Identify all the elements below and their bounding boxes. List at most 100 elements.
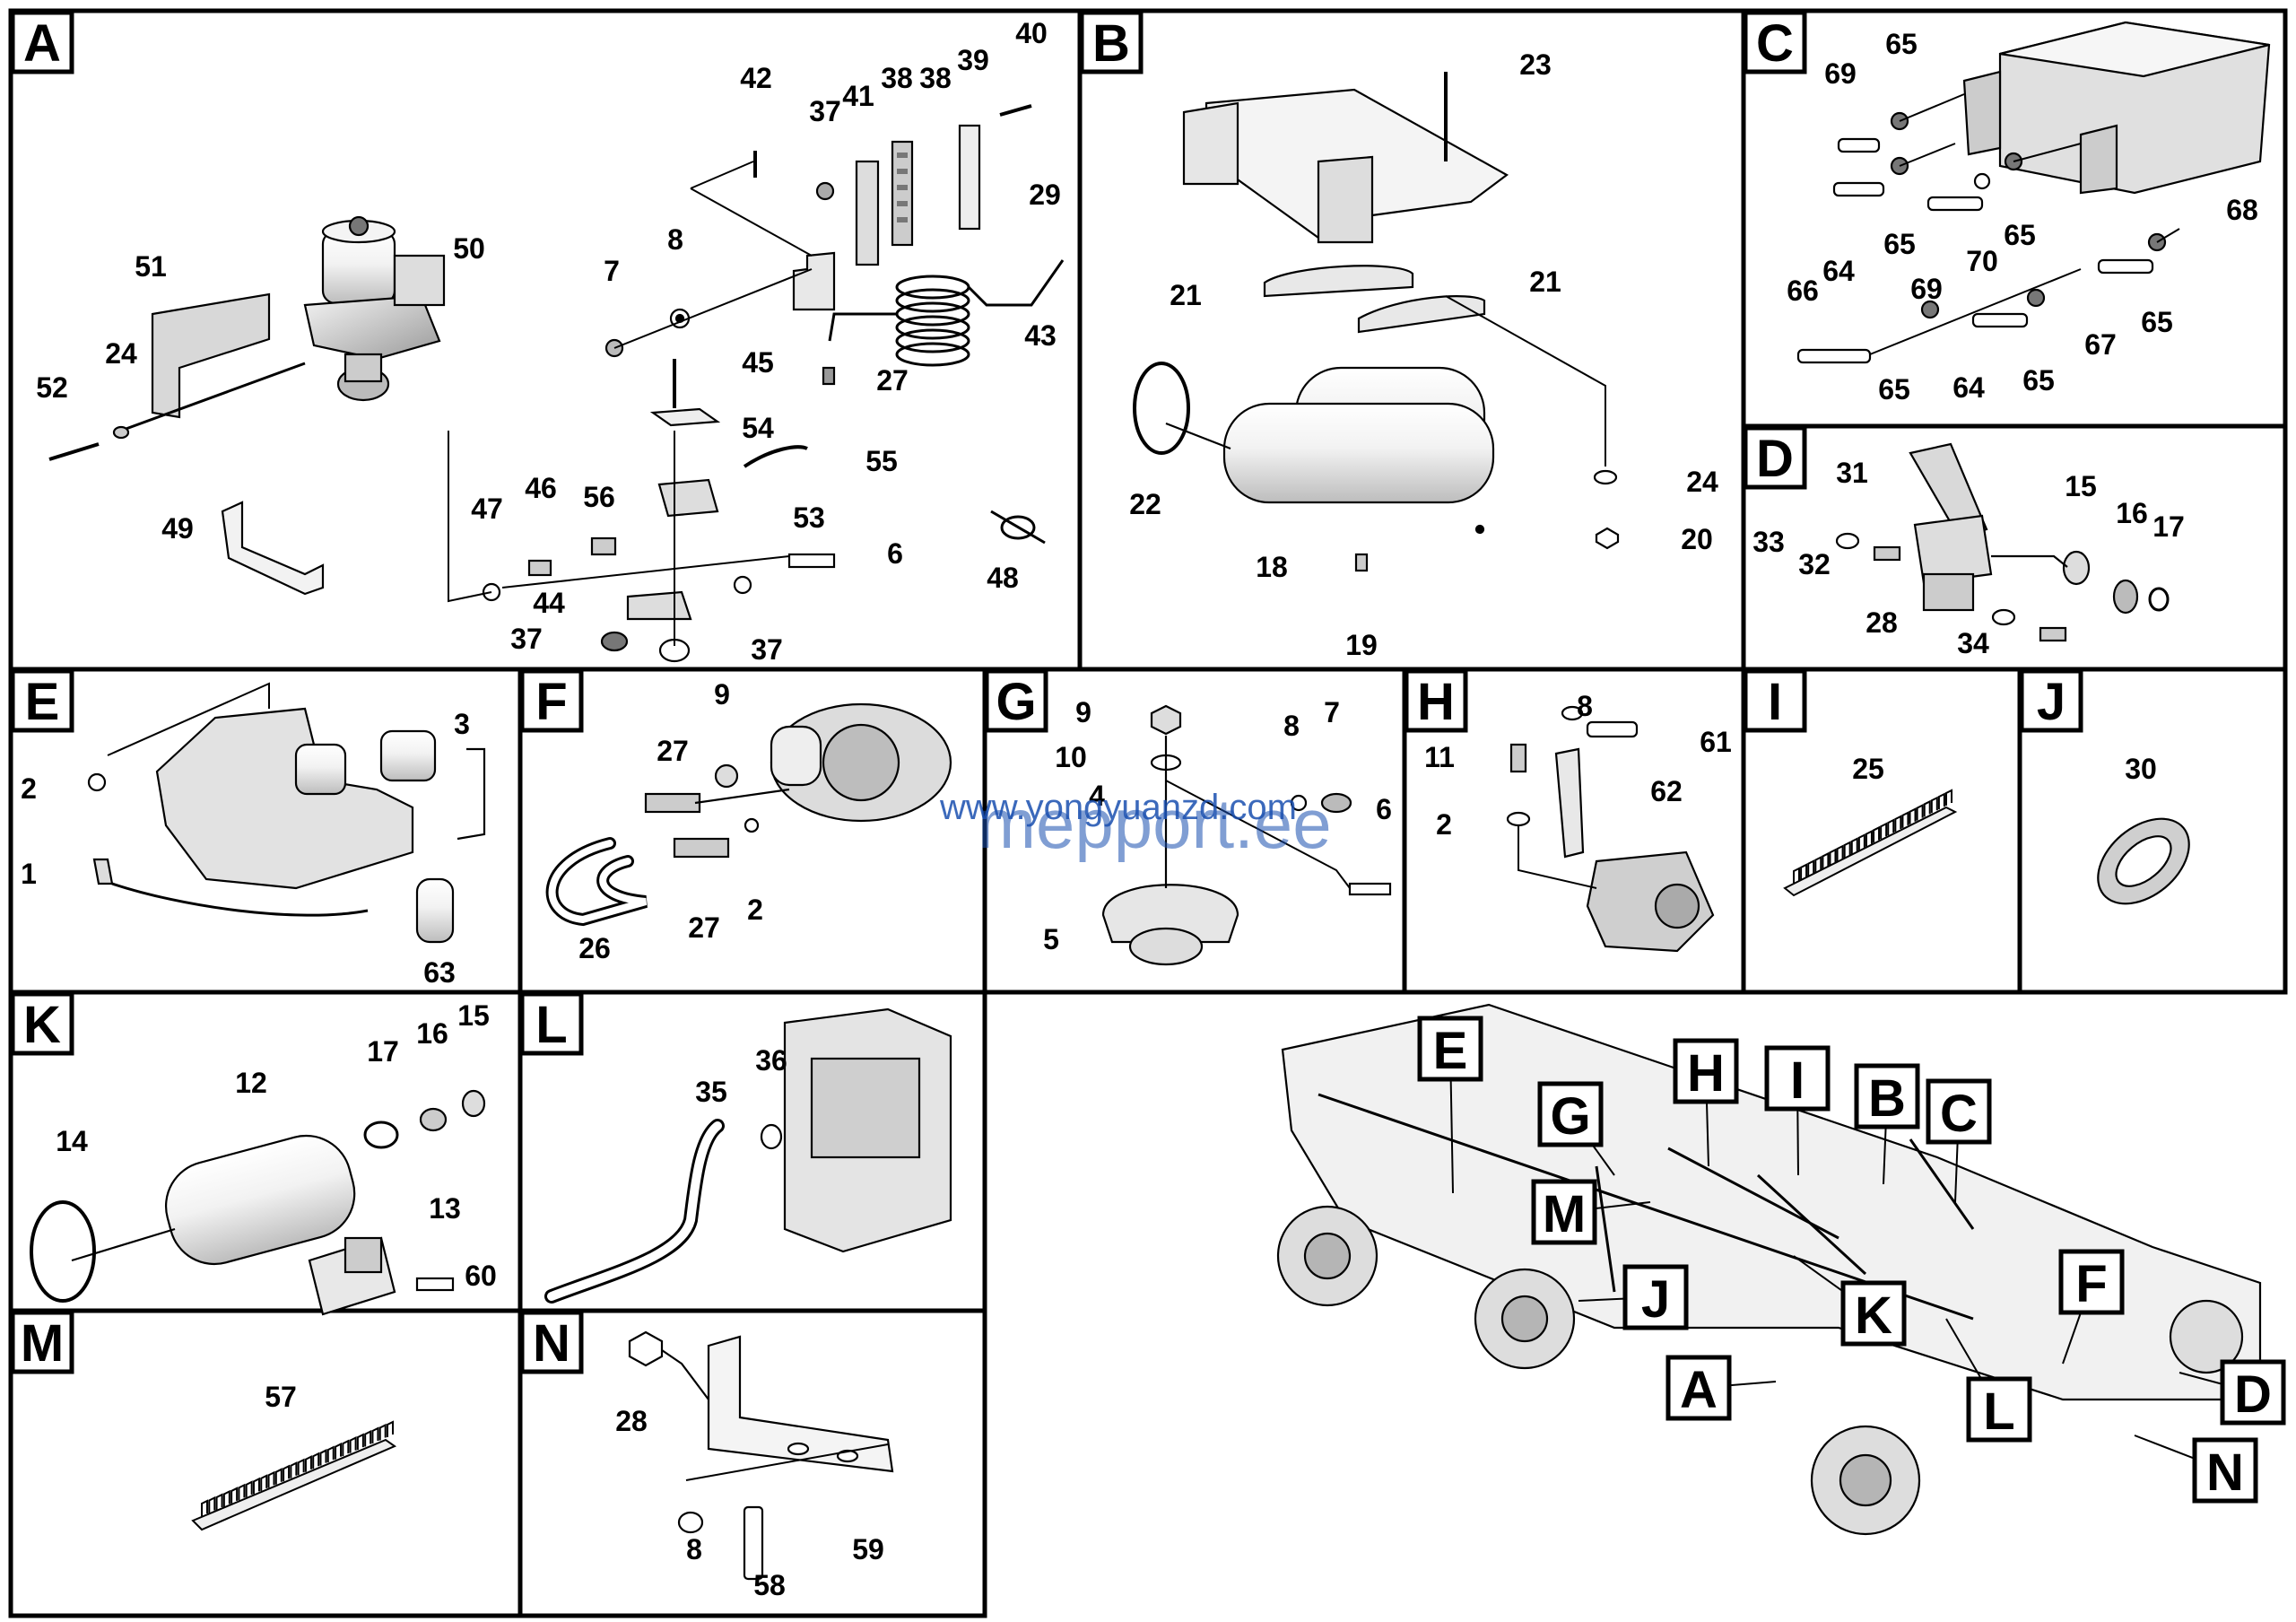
panel-frame-j bbox=[2017, 667, 2288, 995]
panel-i-artwork bbox=[1783, 789, 1958, 897]
part-number-label: 41 bbox=[842, 80, 874, 112]
overview-tag-box bbox=[2058, 1249, 2125, 1315]
part-number-label: 2 bbox=[1436, 808, 1452, 841]
coil-pipe-43 bbox=[828, 259, 1065, 367]
part-number-label: 12 bbox=[235, 1067, 267, 1099]
part-number-label: 16 bbox=[416, 1017, 448, 1050]
part-number-label: 37 bbox=[809, 95, 841, 127]
panel-label-g: G bbox=[996, 673, 1036, 731]
panel-label-l: L bbox=[535, 996, 567, 1054]
panel-tag-box-n bbox=[519, 1310, 584, 1374]
part-number-label: 23 bbox=[1519, 48, 1552, 81]
part-number-label: 33 bbox=[1752, 526, 1785, 558]
panel-m-artwork bbox=[191, 1420, 397, 1531]
overview-tag-box bbox=[1622, 1264, 1689, 1330]
part-number-label: 65 bbox=[2022, 364, 2055, 397]
panel-h-artwork bbox=[1506, 705, 1715, 953]
panel-label-m: M bbox=[21, 1314, 64, 1373]
part-number-label: 30 bbox=[2125, 753, 2157, 785]
part-number-label: 69 bbox=[1824, 57, 1857, 90]
part-number-label: 42 bbox=[740, 62, 772, 94]
part-number-label: 21 bbox=[1170, 279, 1202, 311]
part-number-label: 59 bbox=[852, 1533, 884, 1565]
watermark-text: mepport.ee bbox=[978, 784, 1332, 863]
overview-tag-box bbox=[1665, 1355, 1732, 1421]
overview-label-l: L bbox=[1983, 1382, 2014, 1441]
part-number-label: 48 bbox=[987, 562, 1019, 594]
part-number-label: 2 bbox=[21, 772, 37, 805]
part-number-label: 47 bbox=[471, 493, 503, 525]
panel-frames bbox=[8, 8, 2288, 1618]
panel-tag-box-j bbox=[2019, 668, 2083, 733]
panel-tag-box-g bbox=[984, 668, 1048, 733]
panel-label-f: F bbox=[535, 673, 567, 731]
part-number-label: 70 bbox=[1966, 245, 1998, 277]
part-number-label: 28 bbox=[615, 1405, 648, 1437]
part-number-label: 18 bbox=[1256, 551, 1288, 583]
part-number-label: 5 bbox=[1043, 923, 1059, 955]
panel-label-b: B bbox=[1092, 14, 1130, 73]
part-number-label: 8 bbox=[686, 1533, 702, 1565]
overview-label-b: B bbox=[1868, 1069, 1906, 1128]
part-number-label: 9 bbox=[714, 678, 730, 711]
edge-protector-25 bbox=[1783, 806, 1958, 897]
overview-label-k: K bbox=[1855, 1286, 1892, 1345]
part-number-label: 65 bbox=[1885, 28, 1918, 60]
part-number-label: 29 bbox=[1029, 179, 1061, 211]
axle-housing-e bbox=[155, 707, 414, 890]
part-number-label: 20 bbox=[1681, 523, 1713, 555]
part-number-label: 38 bbox=[881, 62, 913, 94]
part-number-label: 34 bbox=[1957, 627, 1989, 659]
panel-f-artwork bbox=[545, 702, 952, 927]
panel-label-d: D bbox=[1756, 430, 1794, 488]
part-number-label: 38 bbox=[919, 62, 952, 94]
overview-label-h: H bbox=[1687, 1044, 1725, 1103]
overview-tag-box bbox=[1537, 1081, 1604, 1147]
part-number-label: 64 bbox=[1952, 371, 1985, 404]
panel-label-i: I bbox=[1768, 673, 1782, 731]
part-number-label: 14 bbox=[56, 1125, 88, 1157]
panel-label-n: N bbox=[533, 1314, 570, 1373]
overview-label-i: I bbox=[1790, 1051, 1805, 1110]
overview-label-g: G bbox=[1550, 1087, 1590, 1146]
panel-frame-n bbox=[517, 1308, 987, 1618]
air-tank-12 bbox=[164, 1134, 356, 1266]
part-number-label: 25 bbox=[1852, 753, 1884, 785]
overview-label-n: N bbox=[2206, 1443, 2244, 1502]
panel-label-k: K bbox=[23, 996, 61, 1054]
part-number-label: 15 bbox=[2065, 470, 2097, 502]
overview-tag-box bbox=[2220, 1359, 2286, 1426]
part-number-label: 19 bbox=[1345, 629, 1378, 661]
part-number-label: 8 bbox=[1283, 710, 1300, 742]
overview-tag-box bbox=[1531, 1179, 1597, 1245]
watermark-url: www.yongyuanzd.com bbox=[939, 788, 1297, 827]
air-dryer-unit bbox=[303, 215, 446, 402]
part-number-label: 58 bbox=[753, 1569, 786, 1601]
part-number-label: 10 bbox=[1055, 741, 1087, 773]
panel-tag-box-i bbox=[1743, 668, 1807, 733]
part-number-label: 55 bbox=[865, 445, 898, 477]
part-number-label: 17 bbox=[367, 1035, 399, 1068]
overview-tag-box bbox=[1764, 1045, 1831, 1112]
part-number-label: 52 bbox=[36, 371, 68, 404]
overview-tag-box bbox=[1417, 1016, 1483, 1082]
panel-tag-box-k bbox=[10, 991, 74, 1056]
part-number-label: 60 bbox=[465, 1260, 497, 1292]
panel-a-artwork bbox=[48, 104, 1065, 663]
part-number-label: 45 bbox=[742, 346, 774, 379]
part-number-label: 8 bbox=[667, 223, 683, 256]
part-number-label: 65 bbox=[1883, 228, 1916, 260]
part-number-label: 65 bbox=[1878, 373, 1910, 406]
part-number-label: 1 bbox=[21, 858, 37, 890]
part-number-label: 24 bbox=[1686, 466, 1718, 498]
part-number-label: 11 bbox=[1424, 741, 1455, 773]
part-number-label: 28 bbox=[1866, 606, 1898, 639]
air-tank-18 bbox=[1222, 366, 1495, 535]
part-number-label: 49 bbox=[161, 512, 194, 545]
panel-b-artwork bbox=[1133, 72, 1620, 572]
overview-tag-box bbox=[1966, 1376, 2032, 1443]
part-number-label: 39 bbox=[957, 44, 989, 76]
part-number-label: 57 bbox=[265, 1381, 297, 1413]
